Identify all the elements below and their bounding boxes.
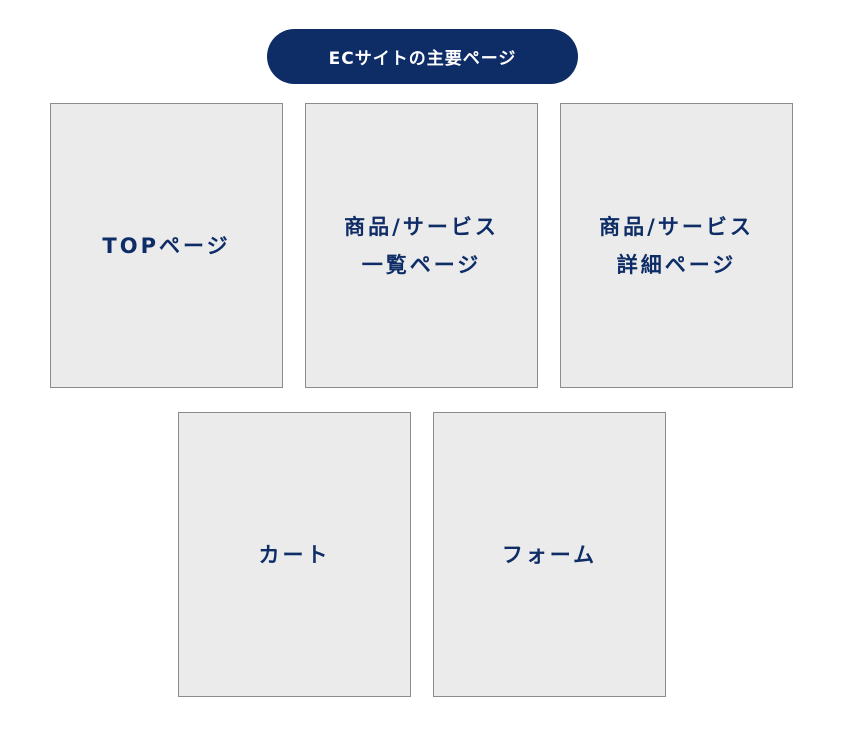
page-box-form: フォーム <box>433 412 666 697</box>
page-box-top: TOPページ <box>50 103 283 388</box>
page-label: カート <box>258 542 331 567</box>
page-label: TOPページ <box>102 233 231 258</box>
page-label-line1: 商品/サービス <box>344 214 499 239</box>
page-label-line1: 商品/サービス <box>599 214 754 239</box>
page-label-line2: 一覧ページ <box>361 252 482 277</box>
page-box-cart: カート <box>178 412 411 697</box>
title-badge: ECサイトの主要ページ <box>267 29 578 84</box>
page-label-line2: 詳細ページ <box>616 252 737 277</box>
page-box-list: 商品/サービス 一覧ページ <box>305 103 538 388</box>
page-box-detail: 商品/サービス 詳細ページ <box>560 103 793 388</box>
title-text: ECサイトの主要ページ <box>328 49 517 69</box>
page-label: フォーム <box>501 542 598 567</box>
